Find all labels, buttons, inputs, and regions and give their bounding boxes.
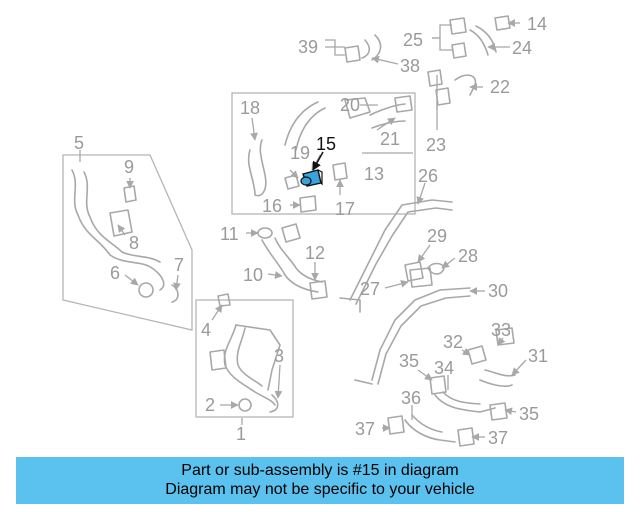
callout-39: 39 <box>298 37 318 57</box>
banner-line-1: Part or sub-assembly is #15 in diagram <box>181 462 459 479</box>
banner-line-2: Diagram may not be specific to your vehi… <box>165 481 475 498</box>
callout-10: 10 <box>243 265 263 285</box>
callout-38: 38 <box>400 56 420 76</box>
callout-8: 8 <box>129 233 139 253</box>
callout-23: 23 <box>426 135 446 155</box>
callout-15: 15 <box>316 134 336 154</box>
callout-7: 7 <box>174 255 184 275</box>
callout-30: 30 <box>488 281 508 301</box>
hose-assembly-box-13 <box>247 95 413 213</box>
callout-6: 6 <box>110 263 120 283</box>
callout-21: 21 <box>380 129 400 149</box>
callout-35: 35 <box>399 351 419 371</box>
callout-32: 32 <box>443 332 463 352</box>
info-banner: Part or sub-assembly is #15 in diagram D… <box>16 457 624 504</box>
callout-26: 26 <box>418 166 438 186</box>
callout-4: 4 <box>201 320 211 340</box>
leader-lines <box>79 19 527 441</box>
callout-20: 20 <box>340 95 360 115</box>
callout-11: 11 <box>220 224 239 244</box>
callout-3: 3 <box>274 346 284 366</box>
callout-labels: 1 2 3 4 5 6 7 8 9 10 11 12 13 14 15 16 1… <box>74 14 548 448</box>
callout-36: 36 <box>401 388 421 408</box>
callout-25: 25 <box>403 30 423 50</box>
callout-34: 34 <box>434 358 454 378</box>
callout-13: 13 <box>364 164 384 184</box>
callout-28: 28 <box>458 246 478 266</box>
callout-19: 19 <box>290 143 310 163</box>
callout-35b: 35 <box>519 404 539 424</box>
callout-18: 18 <box>240 98 260 118</box>
callout-16: 16 <box>262 196 282 216</box>
hose-assembly-box-1 <box>209 293 281 413</box>
callout-37: 37 <box>355 419 375 439</box>
callout-24: 24 <box>512 38 532 58</box>
group-box-1 <box>195 299 294 418</box>
group-box-5 <box>62 154 193 331</box>
callout-17: 17 <box>335 199 355 219</box>
highlighted-part-15 <box>300 169 323 187</box>
callout-22: 22 <box>490 77 510 97</box>
hose-assembly-top-right <box>344 15 511 106</box>
callout-5: 5 <box>74 133 84 153</box>
callout-27: 27 <box>360 279 380 299</box>
hose-assembly-left <box>71 169 179 303</box>
callout-33: 33 <box>491 320 511 340</box>
parts-diagram: 1 2 3 4 5 6 7 8 9 10 11 12 13 14 15 16 1… <box>62 14 548 448</box>
group-box-13 <box>231 92 416 215</box>
callout-29: 29 <box>427 226 447 246</box>
callout-14: 14 <box>527 14 547 34</box>
callout-9: 9 <box>124 157 134 177</box>
callout-2: 2 <box>205 395 215 415</box>
callout-31: 31 <box>528 346 548 366</box>
hose-assembly-right <box>339 199 516 447</box>
callout-1: 1 <box>236 424 246 444</box>
callout-37b: 37 <box>488 428 508 448</box>
callout-12: 12 <box>305 243 325 263</box>
